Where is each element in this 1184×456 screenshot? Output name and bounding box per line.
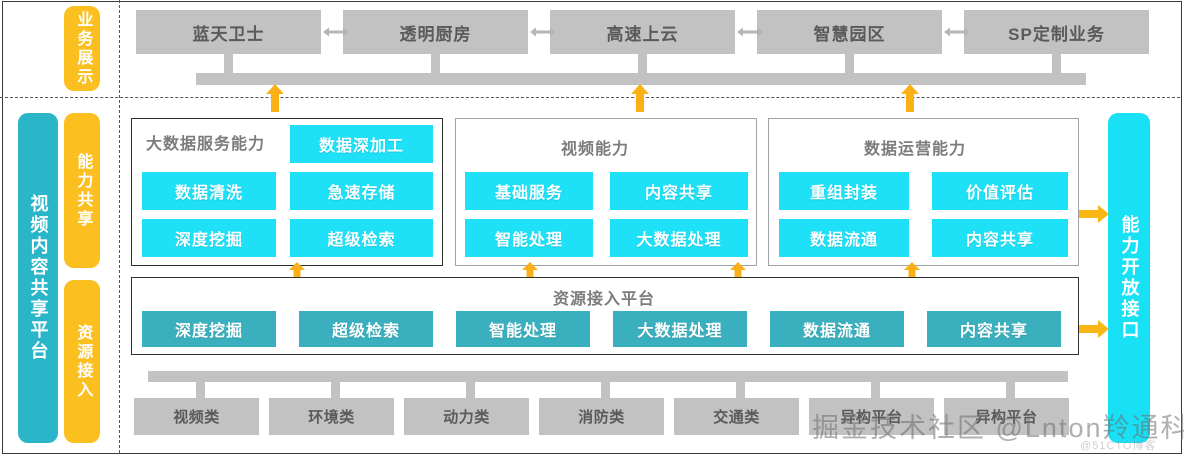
resource-chip-5[interactable]: 内容共享 [927,311,1061,347]
double-arrow-icon-0 [322,25,350,39]
business-stub-0 [224,54,233,74]
double-arrow-icon-2 [736,25,764,39]
rail-video-content-platform[interactable]: 视频内容共享平台 [18,113,58,443]
capability-chip-0-1[interactable]: 数据清洗 [142,172,276,210]
device-stub-2 [466,382,475,399]
device-box-2[interactable]: 动力类 [404,398,529,435]
capability-chip-2-1[interactable]: 价值评估 [932,172,1068,210]
resource-chip-1[interactable]: 超级检索 [299,311,433,347]
device-box-0[interactable]: 视频类 [134,398,259,435]
device-box-3[interactable]: 消防类 [539,398,664,435]
watermark-text: 掘金技术社区 @Lnton羚通科技 [812,413,1184,443]
rail-resource-access[interactable]: 资源接入 [64,280,100,443]
up-arrow-icon-capability-2 [729,262,747,289]
business-box-1[interactable]: 透明厨房 [343,10,528,54]
resource-access-platform-title: 资源接入平台 [553,291,656,308]
double-arrow-icon-3 [943,25,971,39]
capability-chip-2-0[interactable]: 重组封装 [779,172,909,210]
business-stub-1 [431,54,440,74]
resource-access-platform-panel [131,277,1079,355]
double-arrow-icon-1 [529,25,557,39]
capability-chip-0-0[interactable]: 数据深加工 [290,125,433,163]
resource-chip-4[interactable]: 数据流通 [770,311,904,347]
device-bus-bar [148,371,1068,382]
capability-chip-1-1[interactable]: 内容共享 [610,172,748,210]
device-box-6[interactable]: 异构平台 [944,398,1069,435]
up-arrow-icon-business-0 [265,84,285,117]
resource-chip-0[interactable]: 深度挖掘 [142,311,276,347]
capability-chip-2-2[interactable]: 数据流通 [779,219,909,257]
business-bus-bar [196,73,1086,85]
up-arrow-icon-business-1 [630,84,650,117]
capability-group-2-title: 数据运营能力 [864,141,967,158]
right-arrow-icon-capability [1079,204,1109,229]
capability-chip-1-0[interactable]: 基础服务 [465,172,593,210]
rail-capability-open-interface[interactable]: 能力开放接口 [1108,113,1150,443]
capability-chip-2-3[interactable]: 内容共享 [932,219,1068,257]
device-stub-1 [331,382,340,399]
capability-chip-0-3[interactable]: 深度挖掘 [142,219,276,257]
resource-chip-3[interactable]: 大数据处理 [613,311,747,347]
divider-business-capability [0,97,1180,98]
device-stub-3 [601,382,610,399]
right-arrow-icon-resource [1079,319,1109,344]
device-box-1[interactable]: 环境类 [269,398,394,435]
capability-chip-0-2[interactable]: 急速存储 [290,172,433,210]
up-arrow-icon-capability-1 [521,262,539,289]
device-stub-4 [736,382,745,399]
business-box-2[interactable]: 高速上云 [550,10,735,54]
device-stub-0 [196,382,205,399]
business-stub-2 [638,54,647,74]
device-stub-5 [871,382,880,399]
watermark-sub-text: @51CTO博客 [1080,440,1157,452]
business-box-4[interactable]: SP定制业务 [964,10,1149,54]
divider-rail-content [119,0,120,453]
capability-chip-0-4[interactable]: 超级检索 [290,219,433,257]
up-arrow-icon-capability-0 [288,262,306,289]
rail-capability-share[interactable]: 能力共享 [64,113,100,268]
device-stub-6 [1006,382,1015,399]
device-box-5[interactable]: 异构平台 [809,398,934,435]
capability-group-1-title: 视频能力 [561,141,630,158]
up-arrow-icon-business-2 [900,84,920,117]
business-box-0[interactable]: 蓝天卫士 [136,10,321,54]
device-box-4[interactable]: 交通类 [674,398,799,435]
capability-chip-1-2[interactable]: 智能处理 [465,219,593,257]
business-box-3[interactable]: 智慧园区 [757,10,942,54]
business-stub-3 [845,54,854,74]
resource-chip-2[interactable]: 智能处理 [456,311,590,347]
up-arrow-icon-capability-3 [903,262,921,289]
capability-chip-1-3[interactable]: 大数据处理 [610,219,748,257]
capability-group-0-title: 大数据服务能力 [146,136,266,153]
business-stub-4 [1052,54,1061,74]
rail-business-display[interactable]: 业务展示 [64,6,100,91]
